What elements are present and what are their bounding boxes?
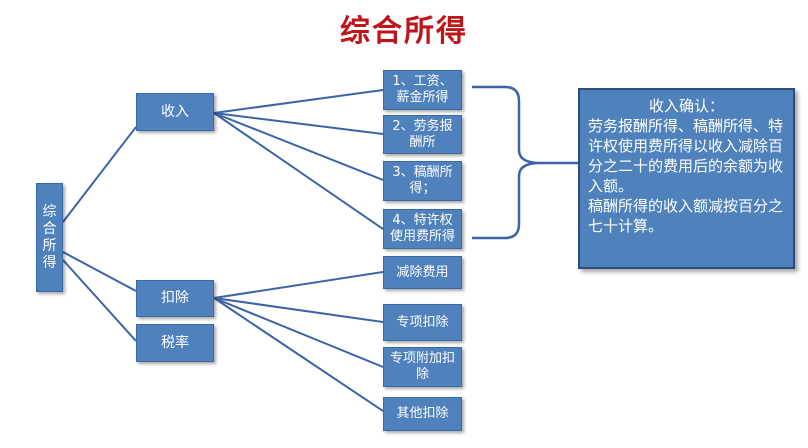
page-title: 综合所得 xyxy=(340,14,468,49)
connector-income-1 xyxy=(213,89,384,114)
connector-income-3 xyxy=(213,112,384,181)
connector-deduction-4 xyxy=(213,297,384,412)
income-item-royalty: 3、稿酬所得； xyxy=(383,161,462,201)
connector-root-income xyxy=(62,126,137,223)
right-brace xyxy=(472,85,541,240)
deduction-item-other: 其他扣除 xyxy=(383,397,462,431)
tax-rate-node: 税率 xyxy=(136,324,214,362)
deduction-node: 扣除 xyxy=(136,280,214,317)
income-node: 收入 xyxy=(136,93,214,131)
income-item-labor: 2、劳务报酬所 xyxy=(383,115,462,154)
connector-deduction-1 xyxy=(213,271,384,299)
deduction-item-special: 专项扣除 xyxy=(383,304,462,341)
note-body-2: 稿酬所得的收入额减按百分之七十计算。 xyxy=(588,197,784,235)
connector-income-4 xyxy=(213,112,384,230)
note-heading: 收入确认： xyxy=(648,97,724,115)
connector-root-deduction xyxy=(62,251,137,292)
connector-root-taxrate xyxy=(62,259,137,342)
income-item-wages: 1、工资、薪金所得 xyxy=(383,70,462,110)
income-item-license: 4、特许权使用费所得 xyxy=(383,209,462,249)
deduction-item-additional: 专项附加扣除 xyxy=(383,347,462,387)
connector-income-2 xyxy=(213,112,384,135)
connector-deduction-2 xyxy=(213,297,384,323)
connector-deduction-3 xyxy=(213,297,384,368)
income-recognition-note: 收入确认： 劳务报酬所得、稿酬所得、特许权使用费所得以收入减除百分之二十的费用后… xyxy=(578,88,795,269)
deduction-item-basic: 减除费用 xyxy=(383,256,462,289)
note-body: 劳务报酬所得、稿酬所得、特许权使用费所得以收入减除百分之二十的费用后的余额为收入… xyxy=(588,117,784,195)
root-node: 综合所得 xyxy=(36,183,63,292)
